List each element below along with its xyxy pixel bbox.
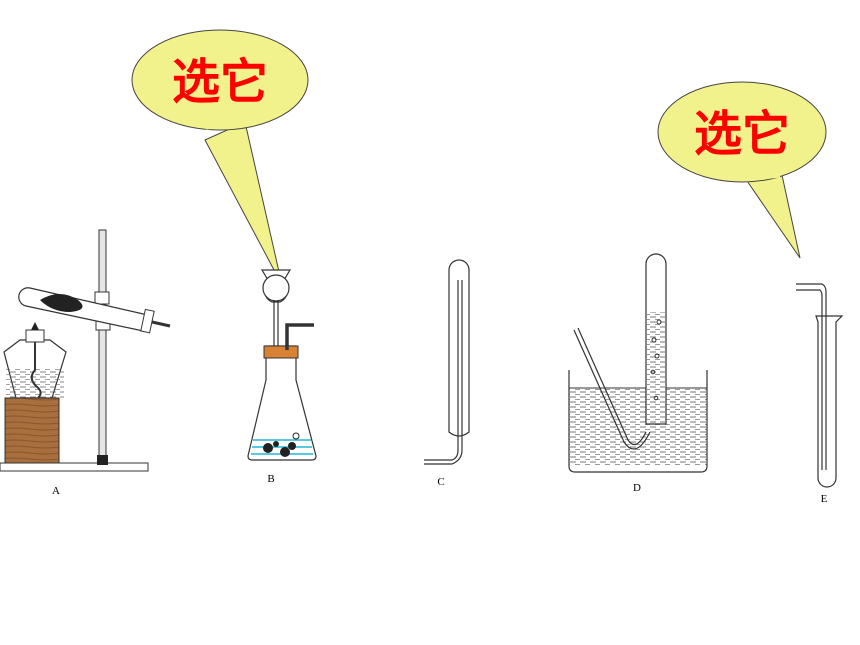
apparatus-e <box>796 283 844 488</box>
label-d: D <box>633 482 641 494</box>
apparatus-d <box>568 253 708 473</box>
apparatus-c <box>424 259 470 465</box>
label-e: E <box>821 493 828 505</box>
apparatus-a <box>0 229 171 472</box>
callout-text: 选它 <box>172 54 268 110</box>
callout-text: 选它 <box>694 106 790 162</box>
apparatus-b <box>247 269 317 461</box>
callout-b: 选它 <box>131 29 309 286</box>
callout-e: 选它 <box>657 81 827 259</box>
label-a: A <box>52 485 60 497</box>
label-b: B <box>267 473 274 485</box>
label-c: C <box>437 476 444 488</box>
